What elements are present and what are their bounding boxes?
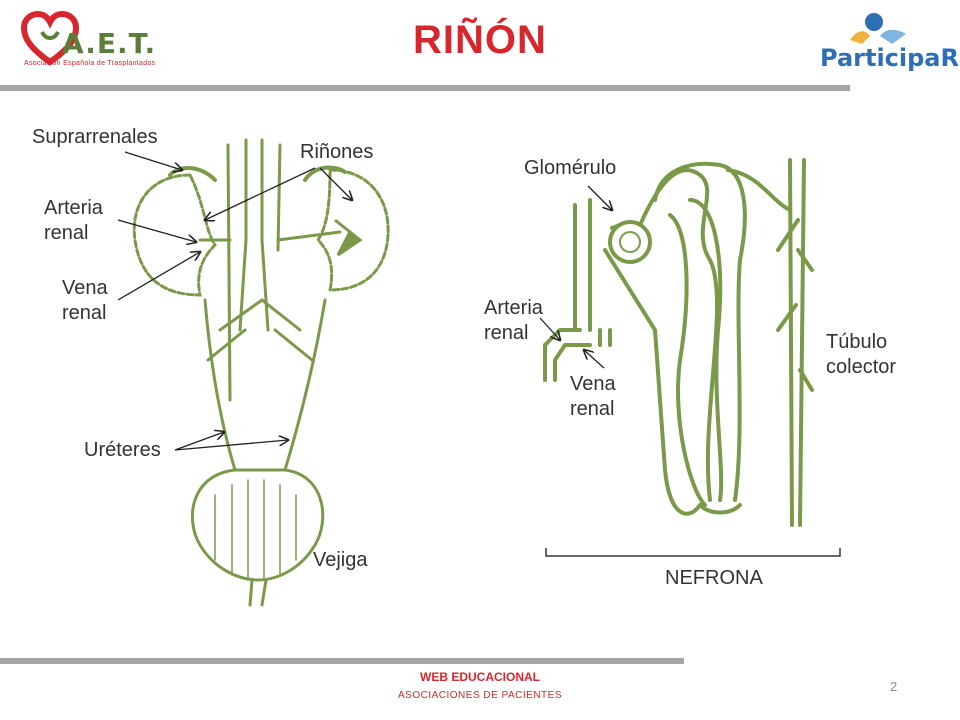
aet-heart-icon [20,10,80,66]
bottom-divider [0,658,684,664]
label-nefrona: NEFRONA [665,567,763,589]
aet-logo-text: A.E.T. [62,27,157,60]
label-vena-renal-left: Vena renal [62,277,108,324]
left-pointer-lines [117,151,352,451]
right-pointer-lines [539,185,612,369]
label-vejiga: Vejiga [313,549,368,571]
participar-logo [840,10,920,50]
participar-logo-text: ParticipaR [820,44,959,72]
nephron-drawing [543,158,814,527]
nefrona-bracket [545,548,841,557]
footer-title: WEB EDUCACIONAL [420,670,540,684]
label-vena-renal-right: Vena renal [570,373,616,420]
page-number: 2 [890,679,898,694]
aet-logo-subtitle: Asociación Española de Trasplantados [24,60,156,67]
label-ureteres: Uréteres [84,439,161,461]
participar-figure-icon [850,13,906,44]
label-arteria-renal-right: Arteria renal [484,297,543,344]
urinary-system-drawing [132,138,390,607]
label-glomerulo: Glomérulo [524,157,617,179]
label-tubulo-colector: Túbulo colector [826,331,897,378]
page-title: RIÑÓN [413,18,547,62]
label-arteria-renal-left: Arteria renal [44,197,103,244]
label-suprarrenales: Suprarrenales [32,126,158,148]
top-divider [0,85,850,91]
footer-subtitle: ASOCIACIONES DE PACIENTES [397,690,562,701]
label-rinones: Riñones [300,141,374,163]
aet-logo [18,10,188,75]
